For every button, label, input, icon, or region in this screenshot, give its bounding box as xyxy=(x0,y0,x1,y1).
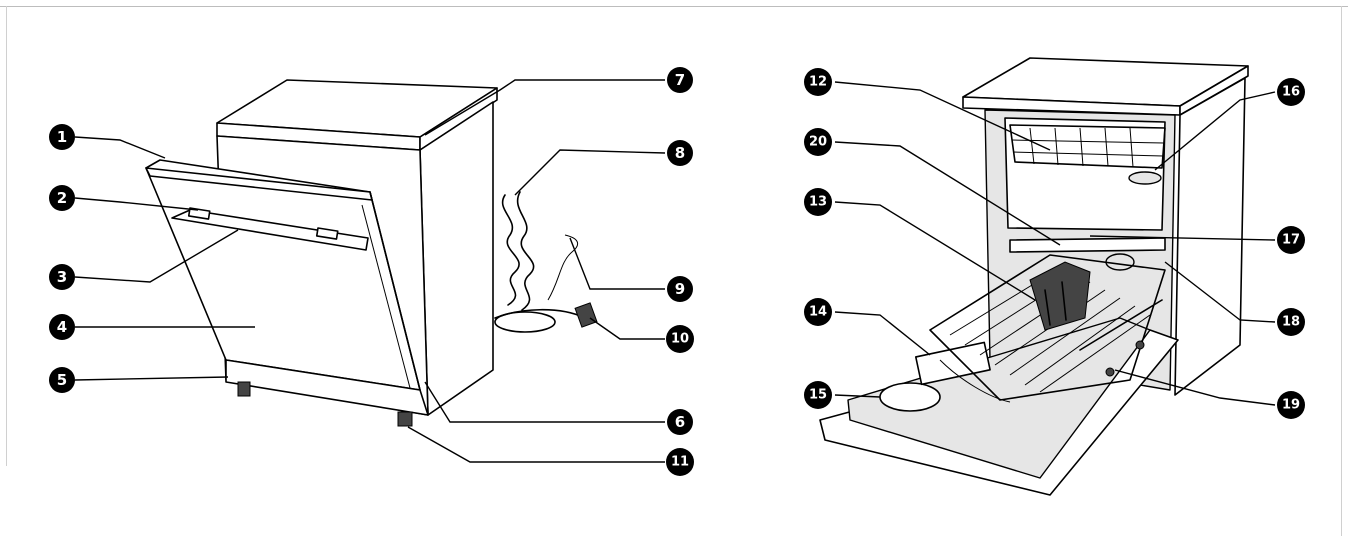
leader-14 xyxy=(834,311,931,356)
callout-7-label: 7 xyxy=(675,71,685,89)
callout-17: 17 xyxy=(1277,226,1305,254)
callout-6: 6 xyxy=(667,409,693,435)
leader-2 xyxy=(74,197,199,211)
leader-20 xyxy=(834,141,1061,246)
open-side-panel xyxy=(1174,77,1246,396)
cutlery-basket-divider-2 xyxy=(1061,281,1067,321)
cutlery-basket xyxy=(1029,261,1091,331)
callout-2: 2 xyxy=(49,185,75,211)
leader-11 xyxy=(407,426,665,463)
callout-9: 9 xyxy=(667,276,693,302)
leader-18 xyxy=(1164,261,1276,323)
leader-6 xyxy=(424,381,665,423)
detergent-dispenser xyxy=(879,382,941,412)
callout-3: 3 xyxy=(49,264,75,290)
leader-9 xyxy=(569,237,665,290)
callout-4-label: 4 xyxy=(57,318,67,336)
door-right-edge xyxy=(369,191,421,391)
callout-5-label: 5 xyxy=(57,371,67,389)
door-side-trim xyxy=(361,204,411,389)
callout-12-label: 12 xyxy=(809,75,827,90)
callout-17-label: 17 xyxy=(1282,233,1300,248)
plug xyxy=(574,302,598,328)
callout-6-label: 6 xyxy=(675,413,685,431)
frame-border-right xyxy=(1341,6,1342,536)
dishwasher-open-view xyxy=(819,57,1249,496)
callout-15: 15 xyxy=(804,381,832,409)
callout-14-label: 14 xyxy=(809,305,827,320)
callout-13-label: 13 xyxy=(809,195,827,210)
callout-1-label: 1 xyxy=(57,128,67,146)
callout-14: 14 xyxy=(804,298,832,326)
handle-mount-left xyxy=(187,207,211,220)
leader-19 xyxy=(1114,369,1276,406)
open-worktop-side xyxy=(1179,65,1249,116)
rack-wheel-2 xyxy=(1135,340,1145,350)
callout-9-label: 9 xyxy=(675,280,685,298)
tub-floor-edge xyxy=(1009,237,1166,253)
callout-18-label: 18 xyxy=(1282,315,1300,330)
callout-7: 7 xyxy=(667,67,693,93)
power-cord-loop xyxy=(494,311,556,333)
leader-16 xyxy=(1154,91,1276,171)
drain-hose xyxy=(501,194,520,306)
rack-rail xyxy=(1079,299,1163,351)
dishwasher-front-view xyxy=(145,79,598,427)
leader-7 xyxy=(424,79,665,136)
callout-18: 18 xyxy=(1277,308,1305,336)
cutlery-basket-divider-1 xyxy=(1044,289,1051,326)
leader-lines xyxy=(74,79,1276,463)
foot-right xyxy=(397,411,413,427)
callout-8: 8 xyxy=(667,140,693,166)
callout-15-label: 15 xyxy=(809,388,827,403)
callout-3-label: 3 xyxy=(57,268,67,286)
drain-hose-outer xyxy=(516,191,535,311)
leader-5 xyxy=(74,376,229,381)
callout-20: 20 xyxy=(804,128,832,156)
side-panel xyxy=(419,101,494,416)
inlet-hose xyxy=(547,234,579,301)
callout-20-label: 20 xyxy=(809,135,827,150)
frame-border-left xyxy=(6,6,7,466)
callout-1: 1 xyxy=(49,124,75,150)
callout-12: 12 xyxy=(804,68,832,96)
callout-19-label: 19 xyxy=(1282,398,1300,413)
callout-10-label: 10 xyxy=(671,332,689,347)
handle-mount-right xyxy=(315,227,339,240)
callout-13: 13 xyxy=(804,188,832,216)
frame-border-top xyxy=(0,6,1348,7)
door-handle xyxy=(171,209,369,251)
leader-3 xyxy=(74,229,239,283)
leader-17 xyxy=(1089,235,1276,241)
leader-10 xyxy=(589,317,665,340)
leader-1 xyxy=(74,136,166,159)
callout-10: 10 xyxy=(666,325,694,353)
filter xyxy=(1105,253,1135,271)
callout-8-label: 8 xyxy=(675,144,685,162)
tub-back-wall xyxy=(1004,117,1166,231)
callout-4: 4 xyxy=(49,314,75,340)
callout-2-label: 2 xyxy=(57,189,67,207)
callout-5: 5 xyxy=(49,367,75,393)
foot-left xyxy=(237,381,251,397)
callout-11: 11 xyxy=(666,448,694,476)
leader-15 xyxy=(834,394,881,398)
kick-plate xyxy=(225,359,429,416)
rack-wheel-1 xyxy=(1105,367,1115,377)
callout-19: 19 xyxy=(1277,391,1305,419)
leader-13 xyxy=(834,201,1036,301)
upper-rack xyxy=(1009,124,1166,185)
callout-11-label: 11 xyxy=(671,455,689,470)
leader-8 xyxy=(514,149,666,196)
callout-16: 16 xyxy=(1277,78,1305,106)
leader-12 xyxy=(834,81,1051,151)
callout-16-label: 16 xyxy=(1282,85,1300,100)
